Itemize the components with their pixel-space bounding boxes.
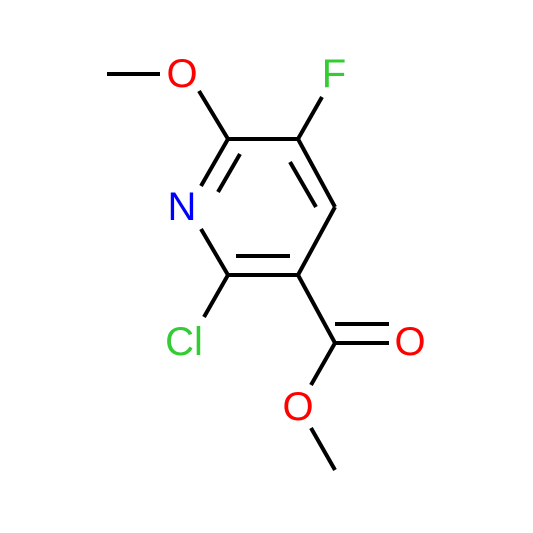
bond-c2-cl	[202, 274, 230, 318]
methoxy-oxygen-label: O	[166, 52, 197, 96]
bond-ester-o-methyl	[309, 427, 337, 471]
bonds	[107, 72, 389, 471]
bond-c2-n	[199, 227, 230, 277]
carbonyl-oxygen-label: O	[394, 320, 425, 364]
bond-c5-c4-inner	[288, 160, 318, 209]
chlorine-label: Cl	[165, 320, 203, 364]
bond-carbonyl-ester-o	[309, 342, 337, 386]
atom-labels: O F N Cl O O	[165, 52, 425, 429]
bond-o-c6	[197, 89, 230, 141]
bond-c5-c4	[296, 138, 337, 208]
bond-c5-f	[296, 96, 324, 140]
ring-nitrogen-label: N	[168, 185, 197, 229]
bond-n-c6-inner	[216, 152, 242, 194]
bond-c4-c3	[296, 206, 337, 276]
ester-oxygen-label: O	[282, 385, 313, 429]
bond-n-c6	[199, 138, 230, 187]
fluorine-label: F	[322, 52, 346, 96]
bond-c3-carbonyl	[296, 274, 337, 344]
